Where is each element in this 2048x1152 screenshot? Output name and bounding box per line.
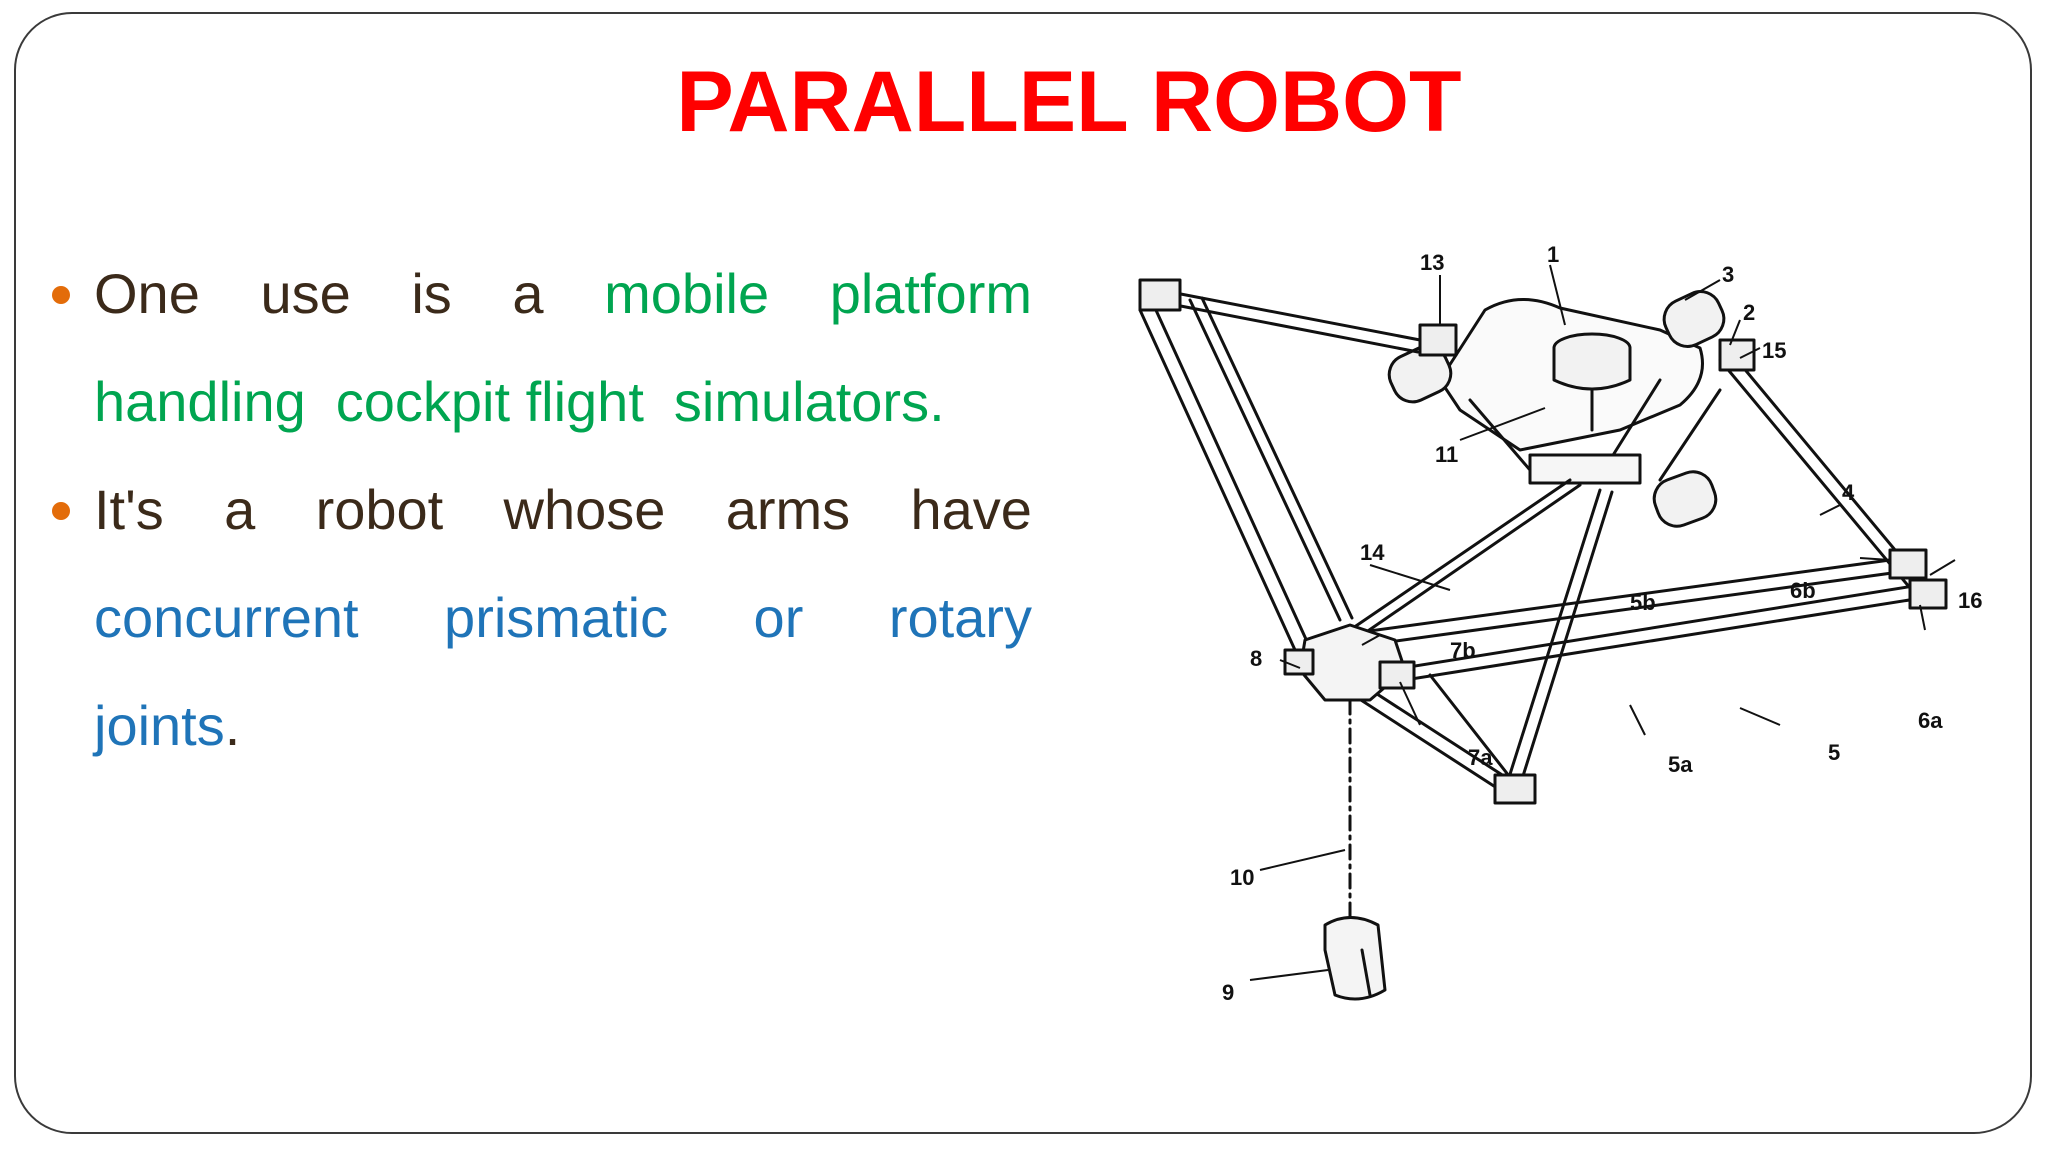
motor-right (1652, 470, 1718, 528)
parallel-robot-diagram: 13 1 3 2 15 11 4 14 5b 6b 16 7b 8 5a 5 6… (1100, 230, 2020, 1060)
text-line: handling cockpit flight simulators. (94, 348, 1032, 456)
word: a (512, 262, 544, 325)
word: cockpit flight (335, 370, 644, 433)
link-14 (1348, 478, 1572, 632)
robot-drawing-svg: 13 1 3 2 15 11 4 14 5b 6b 16 7b 8 5a 5 6… (1138, 242, 1982, 1005)
word: robot (315, 478, 444, 541)
link-left-c (1188, 298, 1342, 622)
link-14-b (1360, 483, 1582, 637)
word: a (224, 478, 256, 541)
link-down-b (1516, 490, 1614, 794)
joint-7a (1378, 660, 1416, 690)
link-lower-c (1428, 673, 1522, 792)
text-line: joints . (94, 672, 1032, 780)
label-1: 1 (1547, 242, 1559, 267)
word: handling (94, 370, 306, 433)
bullet-list: One use is a mobile platform handling co… (52, 240, 1032, 780)
label-3: 3 (1722, 262, 1734, 287)
label-11: 11 (1435, 442, 1458, 467)
link-5a-b (1390, 596, 1924, 684)
label-13: 13 (1420, 250, 1444, 275)
word: It's (94, 478, 164, 541)
joint-6b (1888, 548, 1928, 580)
arm-right (1658, 388, 1722, 482)
center-bracket (1528, 453, 1642, 485)
link-left-a (1138, 308, 1297, 652)
label-16: 16 (1958, 588, 1982, 613)
label-5a: 5a (1668, 752, 1693, 777)
arm-mid (1608, 378, 1662, 462)
bullet-item-2: It's a robot whose arms have concurrent … (52, 456, 1032, 780)
label-7b: 7b (1450, 638, 1476, 663)
joint-6a (1908, 578, 1948, 610)
word: arms (725, 478, 851, 541)
label-7a: 7a (1468, 745, 1493, 770)
label-5b: 5b (1630, 590, 1656, 615)
link-top-left (1158, 288, 1422, 342)
word: simulators. (673, 370, 945, 433)
link-top-left-b (1158, 300, 1420, 354)
label-9: 9 (1222, 980, 1234, 1005)
arm-left (1468, 398, 1532, 472)
text-line: concurrent prismatic or rotary (94, 564, 1032, 672)
bullet-dot-icon (52, 286, 70, 304)
label-15: 15 (1762, 338, 1786, 363)
link-left-d (1200, 296, 1354, 620)
word: prismatic (444, 586, 669, 649)
joint-2 (1718, 338, 1756, 372)
word: platform (829, 262, 1032, 325)
link-5b-b (1343, 571, 1894, 650)
motor-left (1387, 344, 1453, 404)
word: mobile (604, 262, 770, 325)
text-line: One use is a mobile platform (94, 240, 1032, 348)
label-6a: 6a (1918, 708, 1943, 733)
link-left-b (1153, 306, 1312, 650)
word: or (753, 586, 804, 649)
slide-title: PARALLEL ROBOT (676, 54, 1462, 150)
label-8: 8 (1250, 646, 1262, 671)
word: joints (94, 694, 225, 757)
word: rotary (888, 586, 1032, 649)
label-2: 2 (1743, 300, 1755, 325)
word: use (260, 262, 351, 325)
gripper (1323, 916, 1387, 1001)
joint-8 (1283, 648, 1315, 676)
motor-top (1662, 290, 1726, 348)
joint-bottom (1493, 773, 1537, 805)
bullet-dot-icon (52, 502, 70, 520)
word: . (224, 694, 241, 757)
word: have (910, 478, 1032, 541)
slide-frame (14, 12, 2032, 1134)
word: One (94, 262, 200, 325)
link-5b (1338, 558, 1892, 637)
bullet-item-1: One use is a mobile platform handling co… (52, 240, 1032, 456)
joint-top-left (1138, 278, 1182, 312)
word: concurrent (94, 586, 359, 649)
word: whose (503, 478, 666, 541)
label-10: 10 (1230, 865, 1254, 890)
motor-center-body (1552, 346, 1632, 391)
link-5a (1388, 583, 1922, 672)
gripper-jaw (1360, 948, 1372, 997)
text-line: It's a robot whose arms have (94, 456, 1032, 564)
link-down (1503, 488, 1602, 792)
joint-13 (1418, 323, 1458, 357)
label-4: 4 (1842, 480, 1855, 505)
word: is (411, 262, 452, 325)
label-5: 5 (1828, 740, 1840, 765)
label-6b: 6b (1790, 578, 1816, 603)
label-14: 14 (1360, 540, 1385, 565)
